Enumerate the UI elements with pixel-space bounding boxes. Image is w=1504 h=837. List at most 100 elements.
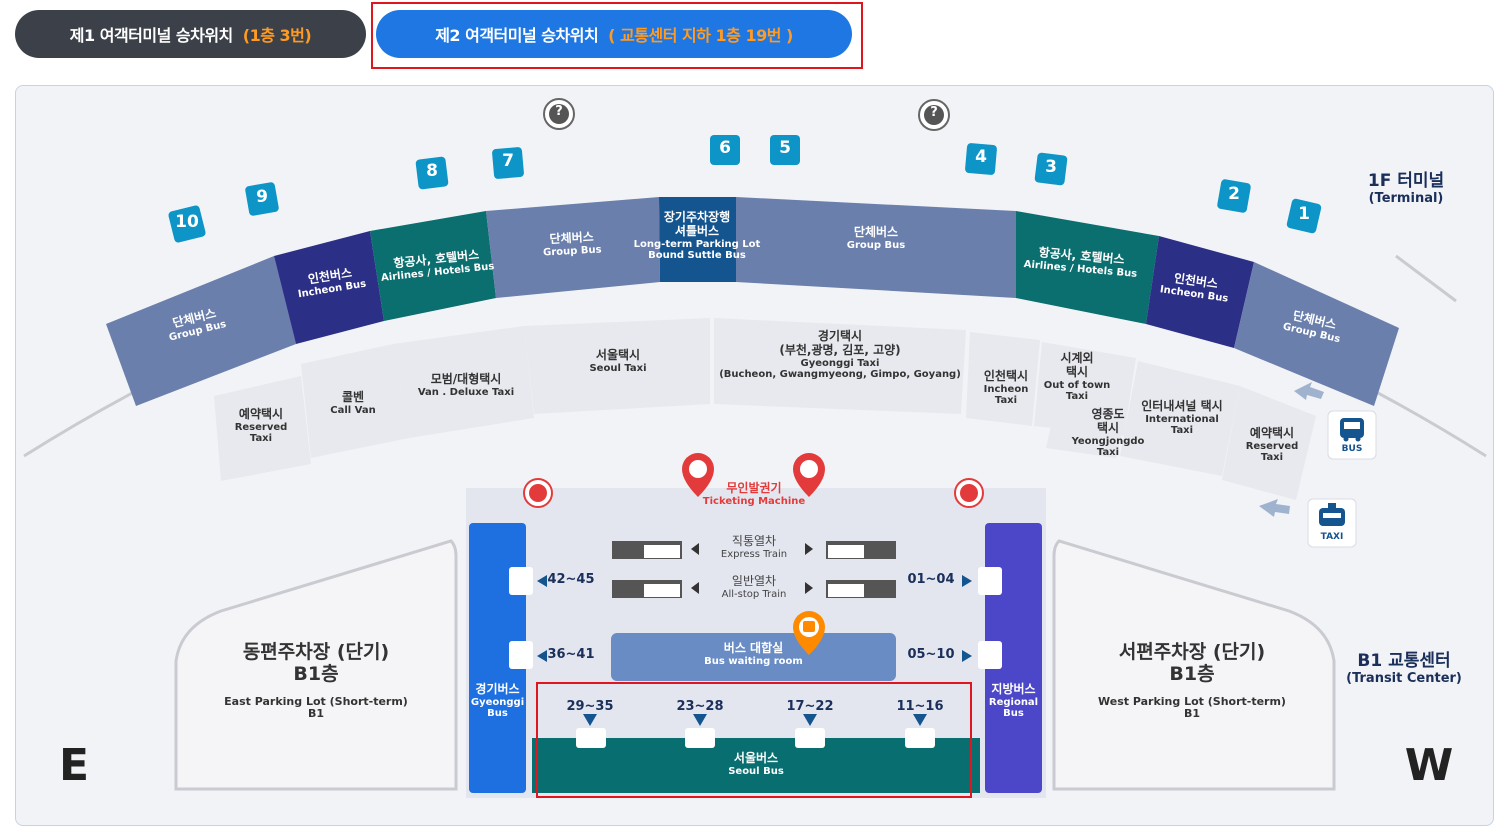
- gate-6: 6: [719, 138, 731, 158]
- ticket-machine-pins: [523, 453, 984, 508]
- gate-1-badge: [1286, 198, 1322, 234]
- taxi-reserved-e: [1222, 386, 1316, 500]
- train-arrow-right-icon: [805, 543, 813, 555]
- bus-window: [1344, 422, 1360, 429]
- gate-5-badge: [770, 135, 800, 165]
- pin-center: [689, 460, 707, 478]
- taxi-seoul: [524, 318, 710, 414]
- arrow-bus-icon: [1294, 382, 1324, 400]
- bus-wheel: [1355, 436, 1361, 442]
- taxi-yeongjong: [1046, 404, 1126, 458]
- gate-1: 1: [1298, 204, 1310, 224]
- terminal-1f-label: 1F 터미널 (Terminal): [1367, 171, 1445, 206]
- gate-2: 2: [1228, 184, 1240, 204]
- gate-4: 4: [975, 147, 987, 167]
- taxi-window: [1323, 513, 1341, 518]
- bus-wheel: [1343, 436, 1349, 442]
- zone-group-bus-w: [106, 256, 296, 406]
- taxi-top: [1328, 503, 1336, 508]
- platform-bump: [978, 567, 1002, 595]
- zone-group-bus-e: [1234, 262, 1399, 406]
- down-arrow-icon: [803, 714, 817, 726]
- platform-bump: [509, 641, 533, 669]
- ticket-machine-icon-inner: [529, 484, 547, 502]
- platform-17-22: 17~22: [786, 699, 834, 714]
- gate-9-badge: [245, 182, 279, 216]
- platform-23-28: 23~28: [676, 699, 724, 714]
- east-parking-lot: [174, 539, 458, 791]
- transit-b1-label: B1 교통센터 (Transit Center): [1346, 651, 1462, 686]
- gate-7: 7: [502, 151, 514, 171]
- bus-sign-label: BUS: [1341, 444, 1363, 454]
- down-arrow-icon: [583, 714, 597, 726]
- platform-bump: [685, 728, 715, 748]
- terminal-map: 1F 터미널 (Terminal) B1 교통센터 (Transit Cente…: [15, 85, 1494, 826]
- left-arrow-icon: [537, 575, 547, 587]
- left-arrow-icon: [537, 650, 547, 662]
- gate-badges: [168, 135, 1322, 243]
- compass-west: W: [1404, 740, 1454, 791]
- taxi-label-gyeonggi: 경기택시(부천,광명, 김포, 고양) Gyeonggi Taxi(Bucheo…: [719, 329, 961, 381]
- zone-airlines-w: [370, 211, 496, 321]
- zone-group-bus-ce: [736, 197, 1016, 298]
- west-parking-label: 서편주차장 (단기)B1층 West Parking Lot (Short-te…: [1098, 641, 1286, 721]
- taxi-reserved-w: [214, 376, 311, 481]
- zone-incheon-bus-w: [274, 231, 384, 344]
- platform-05-10: 05~10: [907, 647, 955, 662]
- train-arrow-left-icon: [691, 543, 699, 555]
- tab-label: 제2 여객터미널 승차위치: [435, 26, 599, 45]
- train-window: [828, 545, 864, 558]
- tab-label: 제1 여객터미널 승차위치: [69, 26, 233, 45]
- right-arrow-icon: [962, 650, 972, 662]
- active-tab-highlight: [371, 2, 863, 69]
- bus-mini-icon: [803, 621, 815, 632]
- platform-29-35: 29~35: [566, 699, 614, 714]
- gate-9: 9: [256, 187, 268, 207]
- platform-36-41: 36~41: [547, 647, 595, 662]
- platform-bump: [978, 641, 1002, 669]
- bus-waiting-room: [611, 633, 896, 681]
- gate-10-badge: [168, 205, 206, 243]
- terminal-arc-end: [1395, 254, 1457, 303]
- train-arrow-left-icon: [691, 582, 699, 594]
- tab-terminal-2[interactable]: 제2 여객터미널 승차위치 ( 교통센터 지하 1층 19번 ): [376, 10, 852, 58]
- allstop-train-graphic: [612, 580, 896, 598]
- help-icon-label: ?: [555, 104, 563, 119]
- zone-longterm: [659, 197, 736, 282]
- tab-terminal-1[interactable]: 제1 여객터미널 승차위치 (1층 3번): [15, 10, 366, 58]
- help-icon-inner: [549, 104, 569, 124]
- compass-east: E: [58, 740, 90, 791]
- train-arrow-right-icon: [805, 582, 813, 594]
- platform-bump: [576, 728, 606, 748]
- tab-sub: ( 교통센터 지하 1층 19번 ): [608, 26, 793, 45]
- help-icon-label: ?: [930, 105, 938, 120]
- down-arrow-icon: [693, 714, 707, 726]
- tab-sub: (1층 3번): [242, 26, 312, 45]
- zone-group-bus-cw: [486, 197, 660, 298]
- gate-6-badge: [710, 135, 740, 165]
- express-train-graphic: [612, 541, 896, 559]
- gate-4-badge: [965, 143, 997, 175]
- gate-7-badge: [492, 147, 524, 179]
- train-window: [644, 545, 680, 558]
- gate-2-badge: [1217, 179, 1251, 213]
- platform-42-45: 42~45: [547, 572, 595, 587]
- gate-10: 10: [175, 212, 199, 232]
- map-canvas: [23, 98, 1487, 798]
- seoul-bus-highlight: [536, 682, 972, 798]
- gate-8: 8: [426, 161, 438, 181]
